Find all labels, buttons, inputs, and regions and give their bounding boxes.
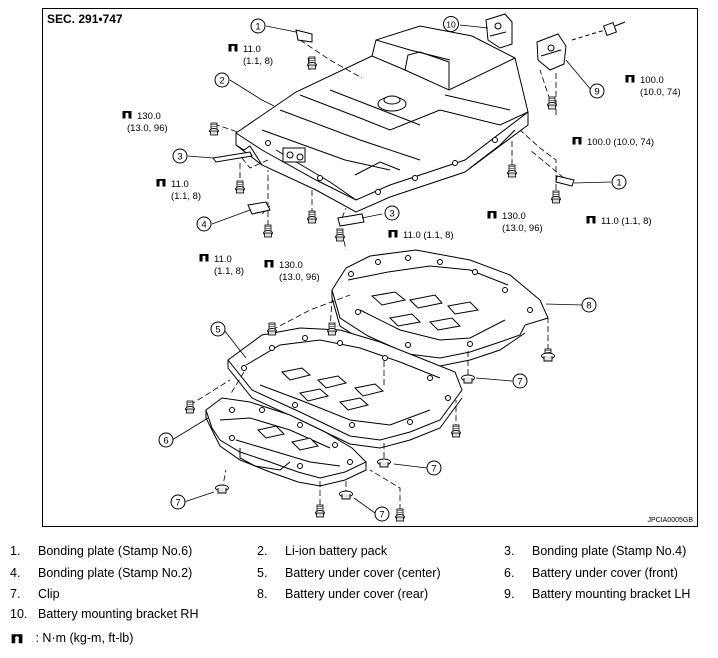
- under-cover-front: [205, 397, 367, 487]
- torque-spec-7: 130.0(13.0, 96): [487, 211, 543, 234]
- under-cover-rear: [331, 249, 549, 367]
- svg-text:(1.1, 8): (1.1, 8): [214, 266, 244, 277]
- section-label: SEC. 291•747: [47, 12, 123, 26]
- svg-text:100.0: 100.0: [640, 75, 664, 86]
- svg-text:7: 7: [517, 377, 522, 388]
- svg-text:7: 7: [175, 498, 180, 509]
- torque-spec-3: 11.0(1.1, 8): [156, 179, 201, 202]
- svg-text:(1.1, 8): (1.1, 8): [171, 191, 201, 202]
- svg-text:4: 4: [201, 220, 206, 231]
- svg-text:(10.0, 74): (10.0, 74): [640, 87, 681, 98]
- svg-text:5: 5: [215, 325, 220, 336]
- battery-pack: [235, 25, 529, 213]
- callout-1-top: 1: [250, 18, 266, 34]
- svg-text:8: 8: [586, 301, 591, 312]
- torque-spec-8: 11.0 (1.1, 8): [586, 216, 652, 227]
- svg-text:9: 9: [594, 87, 599, 98]
- callout-6: 6: [158, 432, 174, 448]
- torque-spec-2: 130.0(13.0, 96): [122, 111, 168, 134]
- svg-text:3: 3: [389, 209, 394, 220]
- svg-text:(1.1, 8): (1.1, 8): [243, 56, 273, 67]
- svg-text:6: 6: [163, 436, 168, 447]
- svg-text:(13.0, 96): (13.0, 96): [127, 123, 168, 134]
- svg-text:130.0: 130.0: [137, 111, 161, 122]
- svg-text:1: 1: [255, 22, 260, 33]
- svg-text:11.0: 11.0: [171, 179, 189, 190]
- torque-unit-text: : N·m (kg-m, ft-lb): [35, 631, 134, 645]
- callout-7-d: 7: [374, 506, 390, 522]
- svg-text:100.0 (10.0, 74): 100.0 (10.0, 74): [587, 137, 654, 148]
- torque-wrench-icon: [11, 633, 23, 643]
- svg-text:3: 3: [177, 152, 182, 163]
- torque-spec-1: 11.0(1.1, 8): [228, 44, 273, 67]
- callout-4: 4: [196, 216, 212, 232]
- callout-8: 8: [581, 297, 597, 313]
- svg-text:11.0: 11.0: [214, 254, 232, 265]
- callout-3-right: 3: [384, 205, 400, 221]
- callout-7-c: 7: [170, 494, 186, 510]
- svg-text:11.0 (1.1, 8): 11.0 (1.1, 8): [601, 216, 652, 227]
- parts-legend: 1.Bonding plate (Stamp No.6) 2.Li-ion ba…: [10, 544, 691, 645]
- svg-text:10: 10: [446, 20, 456, 30]
- svg-text:11.0: 11.0: [243, 44, 261, 55]
- bonding-plates: [212, 29, 575, 227]
- svg-text:(13.0, 96): (13.0, 96): [279, 272, 320, 283]
- svg-text:130.0: 130.0: [279, 260, 303, 271]
- torque-spec-6: 11.0 (1.1, 8): [388, 230, 454, 241]
- svg-text:(13.0, 96): (13.0, 96): [502, 223, 543, 234]
- callout-9: 9: [589, 83, 605, 99]
- callout-circles: 1 2 3 4 3 1 10 9 8 5 6 7 7 7 7: [158, 16, 627, 522]
- callout-10: 10: [443, 16, 459, 32]
- bracket-bolt-icon: [571, 21, 626, 41]
- svg-text:2: 2: [219, 76, 224, 87]
- callout-7-a: 7: [512, 373, 528, 389]
- callout-2: 2: [214, 72, 230, 88]
- torque-unit-note: : N·m (kg-m, ft-lb): [10, 631, 133, 645]
- figure-code: JPCIA0005GB: [647, 517, 693, 524]
- under-cover-center: [227, 327, 463, 449]
- svg-text:1: 1: [616, 178, 621, 189]
- callout-5: 5: [210, 321, 226, 337]
- callout-leaders: [171, 24, 612, 514]
- svg-text:130.0: 130.0: [502, 211, 526, 222]
- svg-text:7: 7: [379, 510, 384, 521]
- mounting-bracket-lh: [536, 33, 567, 71]
- callout-3-left: 3: [172, 148, 188, 164]
- svg-text:7: 7: [431, 464, 436, 475]
- torque-spec-4: 11.0(1.1, 8): [199, 254, 244, 277]
- mounting-bracket-rh: [485, 13, 513, 49]
- svg-text:11.0 (1.1, 8): 11.0 (1.1, 8): [403, 230, 454, 241]
- torque-spec-5: 130.0(13.0, 96): [264, 260, 320, 283]
- torque-specs: 11.0(1.1, 8) 130.0(13.0, 96) 11.0(1.1, 8…: [122, 44, 681, 283]
- callout-1-right: 1: [611, 174, 627, 190]
- torque-spec-10: 100.0(10.0, 74): [625, 75, 681, 98]
- callout-7-b: 7: [426, 460, 442, 476]
- torque-spec-9: 100.0 (10.0, 74): [572, 137, 654, 148]
